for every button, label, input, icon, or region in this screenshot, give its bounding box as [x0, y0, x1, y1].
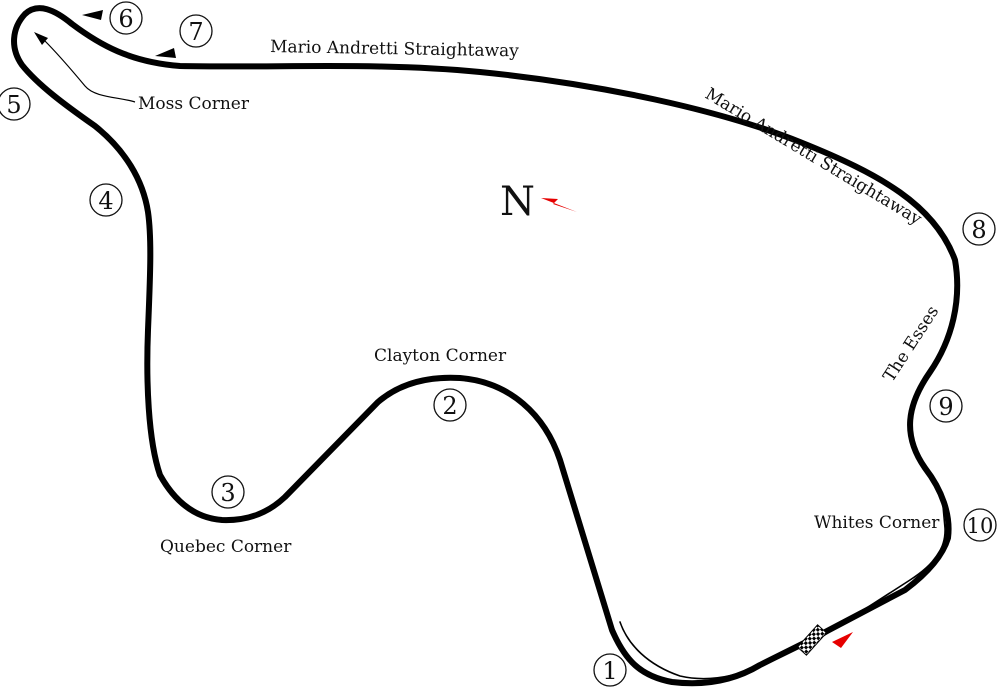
- svg-text:7: 7: [188, 18, 203, 46]
- turn-marker-9: 9: [929, 389, 963, 423]
- north-arrow-icon: [541, 198, 577, 212]
- label-clayton-corner: Clayton Corner: [374, 346, 507, 366]
- turn-marker-2: 2: [433, 388, 467, 422]
- turn-marker-7: 7: [179, 14, 213, 48]
- turn-marker-10: 10: [963, 508, 997, 542]
- svg-text:4: 4: [98, 187, 113, 215]
- direction-arrow-7-icon: [155, 48, 176, 58]
- direction-arrow-6-icon: [82, 10, 103, 20]
- label-moss-corner: Moss Corner: [138, 94, 250, 114]
- compass-letter: N: [500, 179, 535, 225]
- moss-corner-leader: [43, 39, 136, 103]
- turn-marker-3: 3: [211, 475, 245, 509]
- svg-text:8: 8: [971, 216, 986, 244]
- svg-text:6: 6: [118, 5, 133, 33]
- label-quebec-corner: Quebec Corner: [160, 537, 292, 557]
- direction-arrow-start-icon: [832, 632, 853, 648]
- label-the-esses: The Esses: [879, 302, 943, 385]
- svg-text:9: 9: [938, 393, 953, 421]
- turn-marker-6: 6: [109, 1, 143, 35]
- svg-text:10: 10: [967, 514, 994, 538]
- svg-text:5: 5: [6, 91, 21, 119]
- turn-marker-5: 5: [0, 87, 31, 121]
- turn-marker-4: 4: [89, 183, 123, 217]
- moss-corner-arrowhead-icon: [34, 32, 48, 45]
- label-mario-andretti-straightaway-1: Mario Andretti Straightaway: [270, 37, 520, 61]
- label-mario-andretti-straightaway-2: Mario Andretti Straightaway: [701, 84, 925, 229]
- label-whites-corner: Whites Corner: [814, 513, 940, 533]
- start-finish-flag: [796, 624, 828, 656]
- turn-marker-1: 1: [593, 653, 627, 687]
- track-outline: [11, 5, 961, 687]
- svg-text:1: 1: [602, 657, 617, 685]
- svg-text:3: 3: [220, 479, 235, 507]
- turn-marker-8: 8: [962, 212, 996, 246]
- svg-text:2: 2: [442, 392, 457, 420]
